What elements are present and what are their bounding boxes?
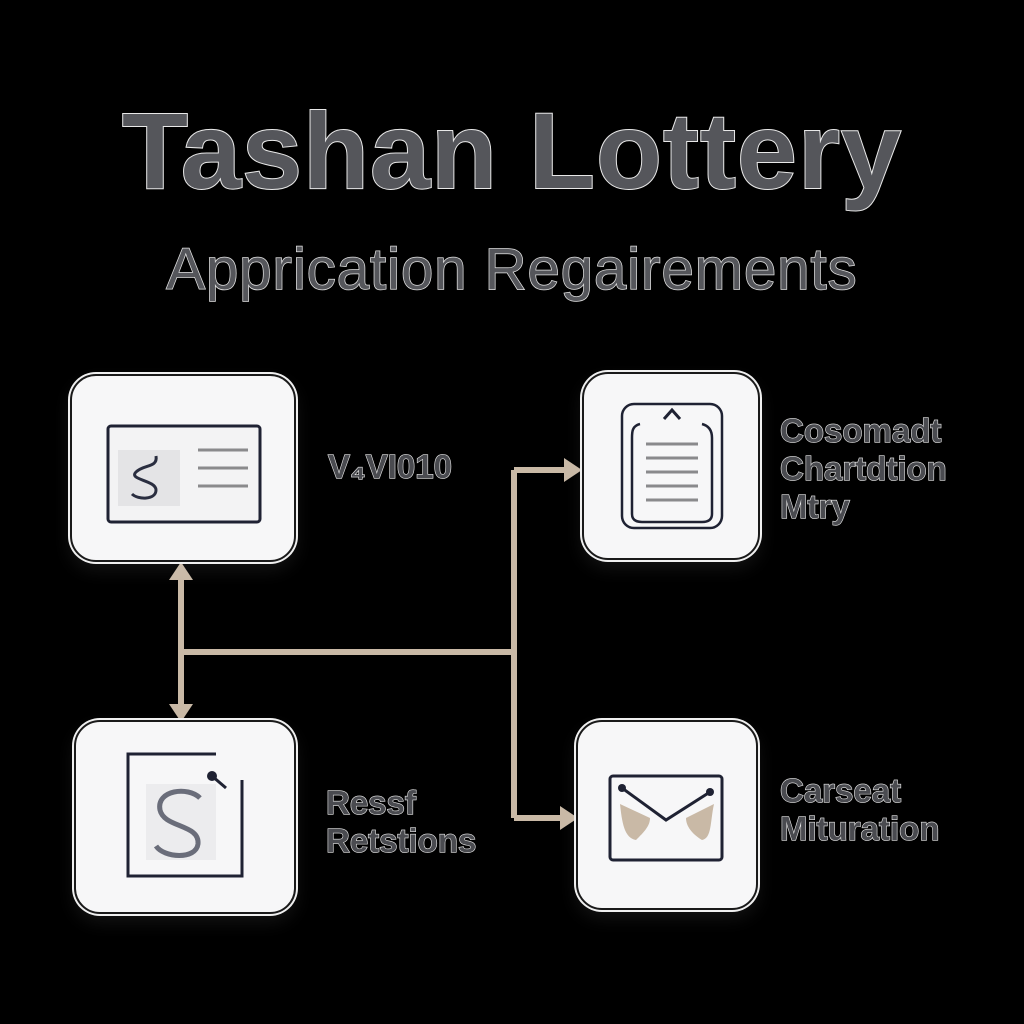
- node-label-top-right: Cosomadt Chartdtion Mtry: [779, 411, 947, 526]
- label-line: Mtry: [779, 487, 850, 525]
- node-card-top-right[interactable]: [582, 372, 760, 560]
- node-label-top-left: V₄VI010: [327, 447, 452, 486]
- arrow-right-icon: [560, 806, 578, 830]
- page-subtitle: Apprication Regairements: [166, 236, 858, 303]
- label-line: Ressf: [325, 783, 416, 821]
- node-card-bottom-left[interactable]: [74, 720, 296, 914]
- label-line: Cosomadt: [779, 411, 942, 449]
- label-line: Chartdtion: [779, 449, 947, 487]
- node-card-top-left[interactable]: [70, 374, 296, 562]
- envelope-icon: [608, 774, 724, 862]
- label-line: Carseat: [779, 771, 902, 809]
- id-card-icon: [106, 424, 262, 524]
- label-line: Mituration: [779, 809, 940, 847]
- clipboard-list-icon: [620, 402, 724, 530]
- page-title: Tashan Lottery: [121, 89, 903, 212]
- s-logo-icon: [126, 752, 244, 878]
- arrow-up-icon: [169, 562, 193, 580]
- node-label-bottom-left: Ressf Retstions: [325, 783, 477, 860]
- label-line: Retstions: [325, 821, 477, 859]
- arrow-down-icon: [169, 704, 193, 722]
- arrow-right-icon: [564, 458, 582, 482]
- label-line: V₄VI010: [327, 447, 452, 485]
- node-label-bottom-right: Carseat Mituration: [779, 771, 940, 848]
- node-card-bottom-right[interactable]: [576, 720, 758, 910]
